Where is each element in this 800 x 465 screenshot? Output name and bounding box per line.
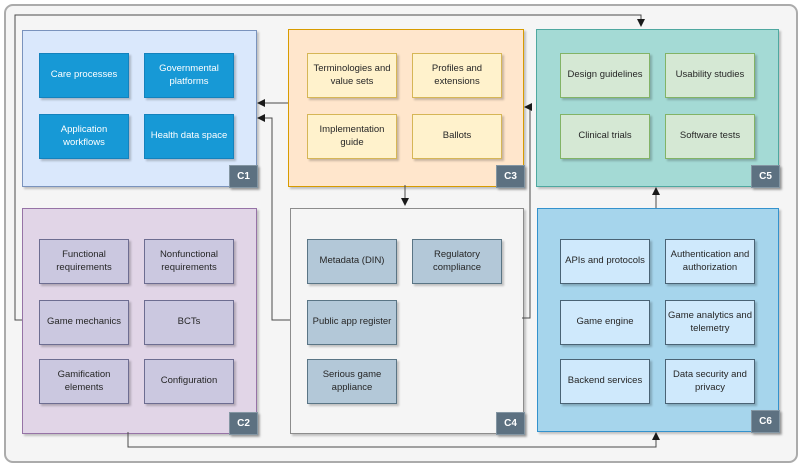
node-label: Functional requirements xyxy=(56,249,112,273)
node-label: Health data space xyxy=(150,130,228,142)
node-ballots: Ballots xyxy=(412,114,502,159)
node-care-processes: Care processes xyxy=(39,53,129,98)
container-c3: Terminologies and value sets Profiles an… xyxy=(288,29,525,188)
node-game-analytics-telemetry: Game analytics and telemetry xyxy=(665,300,755,345)
node-label: Serious game appliance xyxy=(322,369,382,393)
node-game-engine: Game engine xyxy=(560,300,650,345)
node-label: Public app register xyxy=(312,316,392,328)
badge-c1: C1 xyxy=(229,165,258,188)
node-label: APIs and protocols xyxy=(565,255,645,267)
node-label: Clinical trials xyxy=(578,130,632,142)
node-governmental-platforms: Governmental platforms xyxy=(144,53,234,98)
node-metadata-din: Metadata (DIN) xyxy=(307,239,397,284)
container-c1: Care processes Governmental platforms Ap… xyxy=(22,30,258,188)
node-profiles-extensions: Profiles and extensions xyxy=(412,53,502,98)
node-usability-studies: Usability studies xyxy=(665,53,755,98)
badge-c6: C6 xyxy=(751,410,780,433)
node-bcts: BCTs xyxy=(144,300,234,345)
node-data-security-privacy: Data security and privacy xyxy=(665,359,755,404)
node-authentication-authorization: Authentication and authorization xyxy=(665,239,755,284)
node-public-app-register: Public app register xyxy=(307,300,397,345)
node-software-tests: Software tests xyxy=(665,114,755,159)
node-label: Design guidelines xyxy=(567,69,643,81)
node-label: Data security and privacy xyxy=(673,369,747,393)
node-label: Care processes xyxy=(50,69,118,81)
node-label: Terminologies and value sets xyxy=(313,63,391,87)
node-label: Regulatory compliance xyxy=(432,249,482,273)
node-label: Configuration xyxy=(160,375,218,387)
node-regulatory-compliance: Regulatory compliance xyxy=(412,239,502,284)
node-label: BCTs xyxy=(177,316,201,328)
node-label: Game engine xyxy=(576,316,634,328)
node-nonfunctional-requirements: Nonfunctional requirements xyxy=(144,239,234,284)
node-application-workflows: Application workflows xyxy=(39,114,129,159)
node-label: Gamification elements xyxy=(57,369,111,393)
node-serious-game-appliance: Serious game appliance xyxy=(307,359,397,404)
node-label: Ballots xyxy=(442,130,472,142)
node-label: Profiles and extensions xyxy=(431,63,483,87)
node-apis-and-protocols: APIs and protocols xyxy=(560,239,650,284)
node-label: Software tests xyxy=(679,130,741,142)
node-game-mechanics: Game mechanics xyxy=(39,300,129,345)
node-label: Backend services xyxy=(567,375,643,387)
badge-c4: C4 xyxy=(496,412,525,435)
node-functional-requirements: Functional requirements xyxy=(39,239,129,284)
node-implementation-guide: Implementation guide xyxy=(307,114,397,159)
node-design-guidelines: Design guidelines xyxy=(560,53,650,98)
badge-c3: C3 xyxy=(496,165,525,188)
node-health-data-space: Health data space xyxy=(144,114,234,159)
node-label: Implementation guide xyxy=(319,124,385,148)
node-label: Nonfunctional requirements xyxy=(159,249,219,273)
badge-c5: C5 xyxy=(751,165,780,188)
badge-c2: C2 xyxy=(229,412,258,435)
container-c5: Design guidelines Usability studies Clin… xyxy=(536,29,780,188)
container-c6: APIs and protocols Authentication and au… xyxy=(537,208,780,433)
node-terminologies-value-sets: Terminologies and value sets xyxy=(307,53,397,98)
container-c4: Metadata (DIN) Regulatory compliance Pub… xyxy=(290,208,525,435)
node-label: Usability studies xyxy=(675,69,745,81)
node-gamification-elements: Gamification elements xyxy=(39,359,129,404)
node-label: Governmental platforms xyxy=(159,63,219,87)
container-c2: Functional requirements Nonfunctional re… xyxy=(22,208,258,435)
node-label: Application workflows xyxy=(60,124,108,148)
node-label: Game mechanics xyxy=(47,316,121,328)
node-label: Game analytics and telemetry xyxy=(668,310,752,334)
node-configuration: Configuration xyxy=(144,359,234,404)
node-clinical-trials: Clinical trials xyxy=(560,114,650,159)
node-label: Authentication and authorization xyxy=(670,249,750,273)
node-backend-services: Backend services xyxy=(560,359,650,404)
node-label: Metadata (DIN) xyxy=(319,255,385,267)
